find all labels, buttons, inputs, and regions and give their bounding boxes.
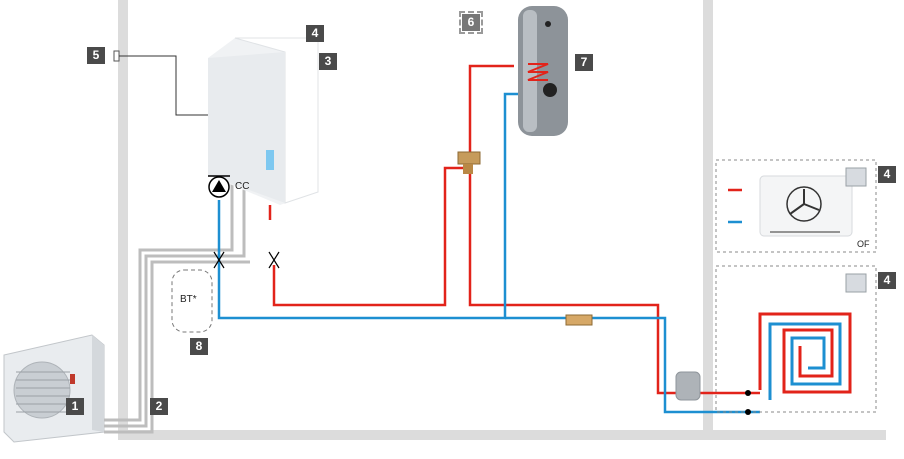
room-thermostats — [845, 167, 867, 293]
buffer-tank — [171, 269, 213, 333]
isolation-valves — [213, 251, 280, 269]
badge-sensor: 5 — [87, 47, 105, 64]
manifold — [565, 314, 593, 326]
outdoor-unit — [3, 334, 105, 443]
buffer-label: BT* — [180, 294, 197, 305]
badge-connection-lines: 2 — [150, 398, 168, 415]
dhw-tank — [518, 6, 568, 136]
diverter-valve — [457, 151, 481, 174]
badge-dhw-tank: 7 — [575, 54, 593, 71]
badge-option: 6 — [459, 11, 483, 34]
badge-underfloor: 4 — [878, 272, 896, 289]
underfloor-zone — [715, 265, 877, 415]
badge-buffer-tank: 8 — [190, 338, 208, 355]
refrigerant-lines — [104, 175, 250, 434]
badge-indoor-unit: 3 — [319, 53, 337, 70]
badge-outdoor-unit: 1 — [66, 398, 84, 415]
building-walls — [118, 0, 886, 440]
badge-fan-coil: 4 — [878, 166, 896, 183]
fan-coil-label: OF — [857, 239, 870, 249]
badge-indoor-unit-top: 4 — [306, 25, 324, 42]
supply-circuit — [268, 64, 760, 395]
fan-coil-zone — [715, 159, 877, 253]
outdoor-sensor-wire — [113, 50, 208, 116]
indoor-unit — [208, 37, 319, 205]
circulation-pump — [208, 175, 230, 198]
pump-label: CC — [235, 181, 250, 192]
expansion-vessel — [675, 371, 701, 401]
